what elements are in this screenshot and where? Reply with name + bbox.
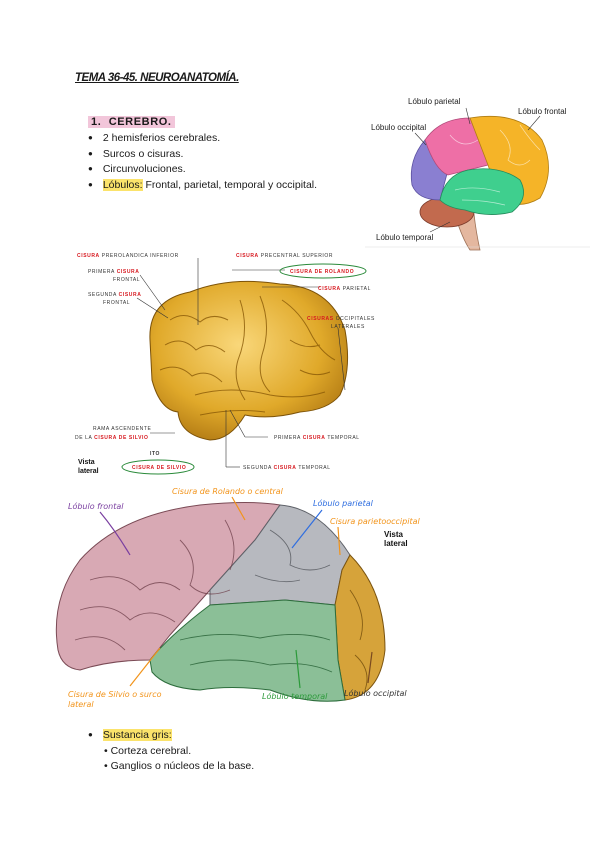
fissure-label: FRONTAL xyxy=(113,277,140,283)
arrows xyxy=(99,496,373,689)
fissure-label: SEGUNDA CISURA xyxy=(88,292,141,298)
fissure-label: CISURA DE ROLANDO xyxy=(290,269,354,275)
arrow-temporal xyxy=(295,649,301,689)
label-silvio: lateral xyxy=(68,700,94,709)
fissure-label: CISURA PRECENTRAL SUPERIOR xyxy=(236,253,333,259)
list-item: 2 hemisferios cerebrales. xyxy=(88,131,317,147)
list-item: Circunvoluciones. xyxy=(88,162,317,178)
fissure-label: SEGUNDA CISURA TEMPORAL xyxy=(243,465,331,471)
occipital-gyri xyxy=(349,589,368,691)
sub-list: Corteza cerebral. Ganglios o núcleos de … xyxy=(104,744,255,774)
arrow-parieto xyxy=(337,526,341,556)
label-occipital: Lóbulo occipital xyxy=(371,123,426,132)
label-occipital: Lóbulo occipital xyxy=(344,688,407,698)
temporal-lobe xyxy=(439,168,524,215)
label-silvio: Cisura de Silvio o surco xyxy=(68,690,162,699)
label-temporal: Lóbulo temporal xyxy=(262,691,328,701)
lobes-gyri xyxy=(449,124,541,206)
fissure-label: DE LA CISURA DE SILVIO xyxy=(75,435,149,441)
ito-label: ITO xyxy=(150,451,160,457)
label-frontal: Lóbulo frontal xyxy=(68,501,124,511)
fissure-label: FRONTAL xyxy=(103,300,130,306)
lateral-temporal-lobe xyxy=(149,599,346,702)
list-item: Surcos o cisuras. xyxy=(88,147,317,163)
arrow-occipital xyxy=(367,651,373,684)
arrow-parietal xyxy=(291,509,323,549)
vista-label: Vista xyxy=(384,530,404,539)
parietal-gyri xyxy=(254,529,331,583)
pointer-lines xyxy=(136,258,346,468)
section-label: CEREBRO. xyxy=(108,116,172,128)
fissure-label: PRIMERA CISURA TEMPORAL xyxy=(274,435,360,441)
section-heading: 1. CEREBRO. xyxy=(88,116,175,128)
label-rolando: Cisura de Rolando o central xyxy=(172,487,284,496)
label-temporal: Lóbulo temporal xyxy=(376,233,434,242)
vista-label: lateral xyxy=(384,539,408,548)
label-parieto: Cisura parietooccipital xyxy=(330,517,420,526)
arrow-rolando xyxy=(231,496,246,521)
lateral-frontal-lobe xyxy=(55,502,281,671)
lateral-gyri xyxy=(74,519,235,651)
vista-label: Vista xyxy=(78,459,95,466)
bullet-list: 2 hemisferios cerebrales. Surcos o cisur… xyxy=(88,131,317,193)
occipital-lobe xyxy=(410,139,449,201)
fissure-label: CISURA PREROLANDICA INFERIOR xyxy=(77,253,179,259)
fissure-label: PRIMERA CISURA xyxy=(88,269,139,275)
label-parietal: Lóbulo parietal xyxy=(408,97,461,106)
list-item: Ganglios o núcleos de la base. xyxy=(104,759,255,774)
list-item: Corteza cerebral. xyxy=(104,744,254,759)
sustancia-gris: Sustancia gris: xyxy=(88,729,172,741)
fissure-label: CISURAS OCCIPITALES xyxy=(307,316,375,322)
page-title: TEMA 36-45. NEUROANATOMÍA. xyxy=(75,72,239,84)
fissure-label: LATERALES xyxy=(331,324,365,330)
brain-gyri xyxy=(159,295,336,416)
vista-label: lateral xyxy=(78,468,99,475)
label-frontal: Lóbulo frontal xyxy=(518,107,567,116)
silvio-oval xyxy=(121,459,195,475)
lateral-occipital-lobe xyxy=(334,554,386,701)
fissure-label: CISURA PARIETAL xyxy=(318,286,371,292)
label-parietal: Lóbulo parietal xyxy=(313,498,374,508)
lobes-illustration xyxy=(410,107,549,251)
list-item: Lóbulos: Frontal, parietal, temporal y o… xyxy=(88,178,317,194)
arrow-frontal xyxy=(99,511,131,556)
section-number: 1. xyxy=(91,116,102,128)
lobulos-label: Lóbulos: xyxy=(102,178,143,191)
rolando-oval xyxy=(279,263,367,279)
lobulos-text: Frontal, parietal, temporal y occipital. xyxy=(142,178,318,191)
arrow-silvio xyxy=(129,647,161,687)
fissure-label: RAMA ASCENDENTE xyxy=(93,426,152,432)
fissure-label: CISURA DE SILVIO xyxy=(132,465,186,471)
temporal-gyri xyxy=(179,633,333,673)
